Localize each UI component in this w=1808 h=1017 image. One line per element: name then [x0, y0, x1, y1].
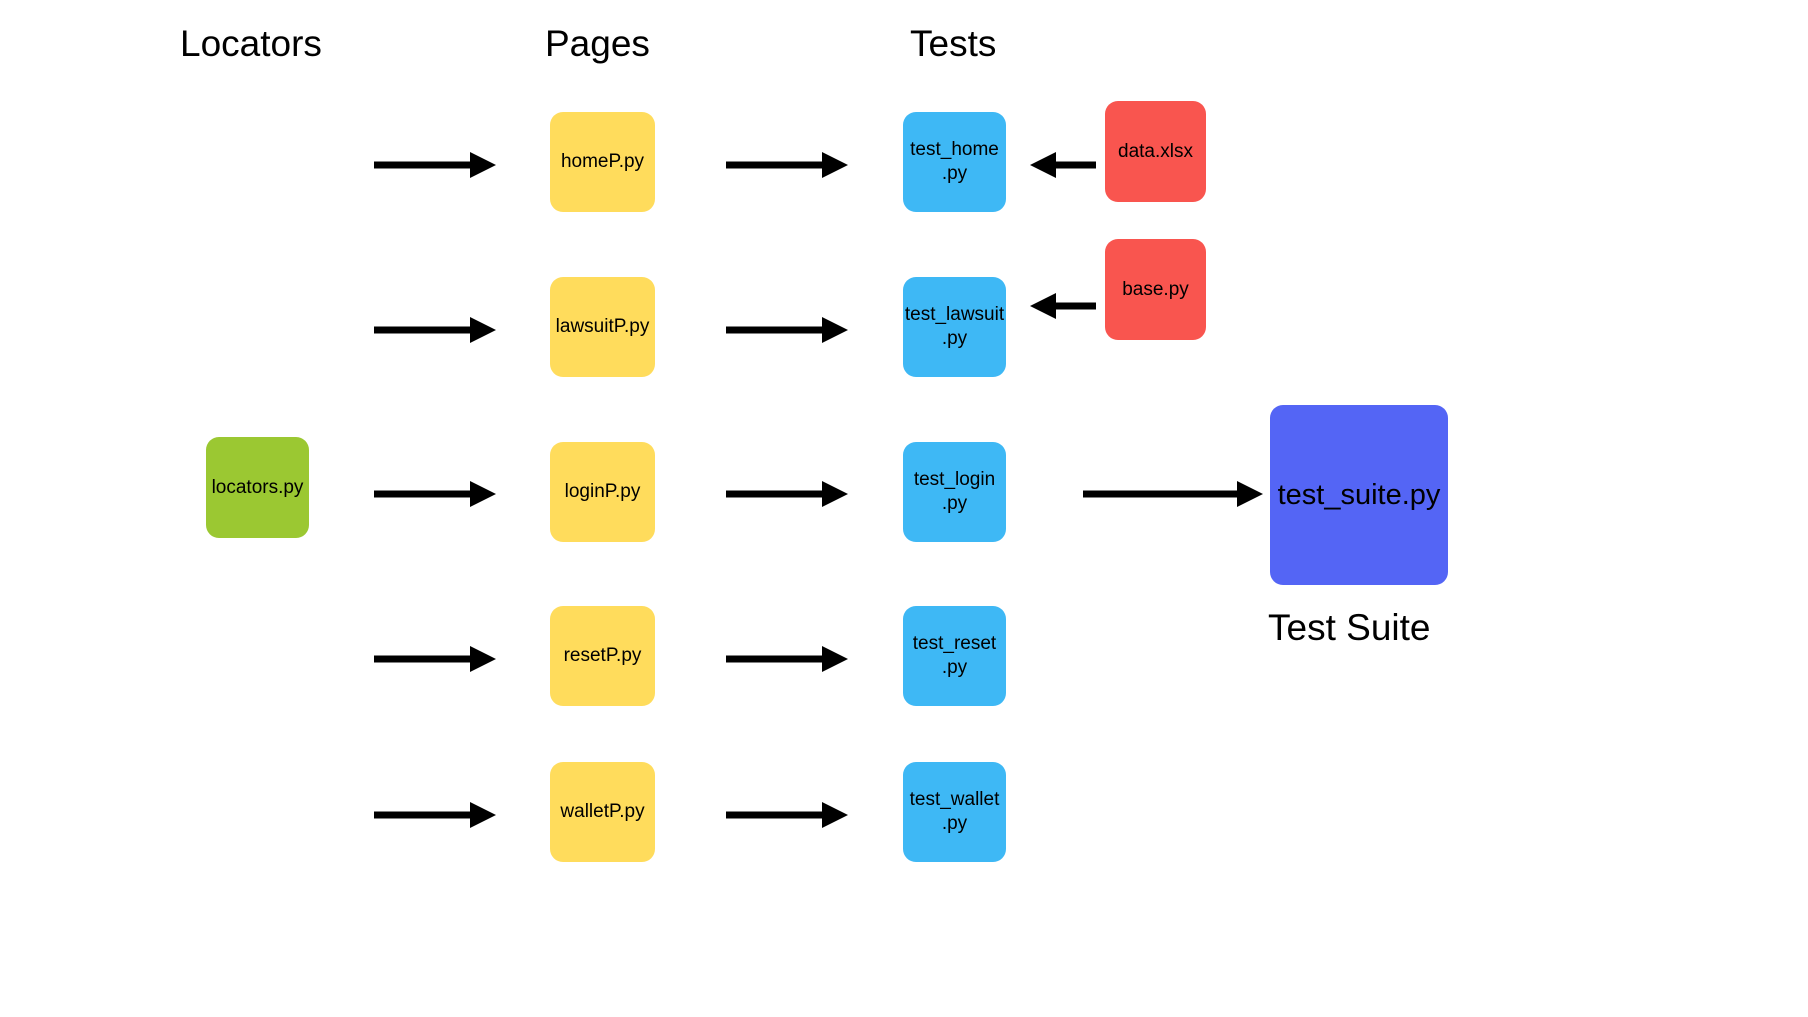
test-node-test_wallet-label: test_wallet.py [903, 788, 1006, 836]
test-node-test_home-label-line1: test_home [910, 139, 999, 161]
locator-node-locators-py-label: locators.py [211, 476, 304, 498]
arrow-lawsuitP-to-test-lawsuit [726, 313, 848, 347]
page-node-loginP[interactable]: loginP.py [550, 442, 655, 542]
data-node-base-py-label: base.py [1122, 278, 1189, 300]
test-node-test_login-label-line2: .py [941, 493, 968, 514]
test-node-test_lawsuit-label: test_lawsuit.py [903, 303, 1006, 351]
page-node-walletP[interactable]: walletP.py [550, 762, 655, 862]
arrow-loginP-to-test-login [726, 477, 848, 511]
test-node-test_wallet[interactable]: test_wallet.py [903, 762, 1006, 862]
column-heading-locators: Locators [180, 23, 322, 64]
data-node-data-xlsx[interactable]: data.xlsx [1105, 101, 1206, 202]
page-node-lawsuitP[interactable]: lawsuitP.py [550, 277, 655, 377]
data-node-base-py[interactable]: base.py [1105, 239, 1206, 340]
test-node-test_reset-label-line1: test_reset [912, 633, 997, 655]
arrow-locators-to-lawsuitP [374, 313, 496, 347]
page-node-walletP-label: walletP.py [560, 801, 645, 823]
page-node-lawsuitP-label: lawsuitP.py [555, 316, 650, 338]
test-node-test_reset-label-line2: .py [941, 657, 968, 678]
page-node-loginP-label: loginP.py [564, 481, 641, 503]
arrow-locators-to-loginP [374, 477, 496, 511]
arrow-tests-to-suite [1083, 477, 1263, 511]
test-node-test_lawsuit[interactable]: test_lawsuit.py [903, 277, 1006, 377]
locator-node-locators-py[interactable]: locators.py [206, 437, 309, 538]
arrow-locators-to-resetP [374, 642, 496, 676]
data-node-data-xlsx-label: data.xlsx [1118, 140, 1193, 162]
suite-node-label: test_suite.py [1277, 478, 1441, 511]
page-node-homeP[interactable]: homeP.py [550, 112, 655, 212]
suite-caption: Test Suite [1268, 607, 1431, 648]
arrow-walletP-to-test-wallet [726, 798, 848, 832]
test-node-test_login[interactable]: test_login.py [903, 442, 1006, 542]
test-node-test_reset-label: test_reset.py [903, 632, 1006, 680]
column-heading-pages: Pages [545, 23, 650, 64]
arrow-locators-to-homeP [374, 148, 496, 182]
test-node-test_reset[interactable]: test_reset.py [903, 606, 1006, 706]
test-node-test_lawsuit-label-line1: test_lawsuit [904, 304, 1005, 326]
page-node-resetP-label: resetP.py [563, 645, 642, 667]
page-node-homeP-label: homeP.py [560, 151, 645, 173]
test-node-test_login-label: test_login.py [903, 468, 1006, 516]
test-node-test_login-label-line1: test_login [913, 469, 996, 491]
test-node-test_wallet-label-line1: test_wallet [909, 789, 1000, 811]
arrow-base-to-test-lawsuit [1030, 289, 1096, 323]
column-heading-tests: Tests [910, 23, 997, 64]
page-node-resetP[interactable]: resetP.py [550, 606, 655, 706]
test-node-test_home[interactable]: test_home.py [903, 112, 1006, 212]
suite-node-test-suite-py[interactable]: test_suite.py [1270, 405, 1448, 585]
test-node-test_wallet-label-line2: .py [941, 813, 968, 834]
test-node-test_home-label-line2: .py [941, 163, 968, 184]
arrow-resetP-to-test-reset [726, 642, 848, 676]
arrow-data-to-test-home [1030, 148, 1096, 182]
arrow-homeP-to-test-home [726, 148, 848, 182]
arrow-locators-to-walletP [374, 798, 496, 832]
test-node-test_lawsuit-label-line2: .py [941, 328, 968, 349]
test-node-test_home-label: test_home.py [903, 138, 1006, 186]
